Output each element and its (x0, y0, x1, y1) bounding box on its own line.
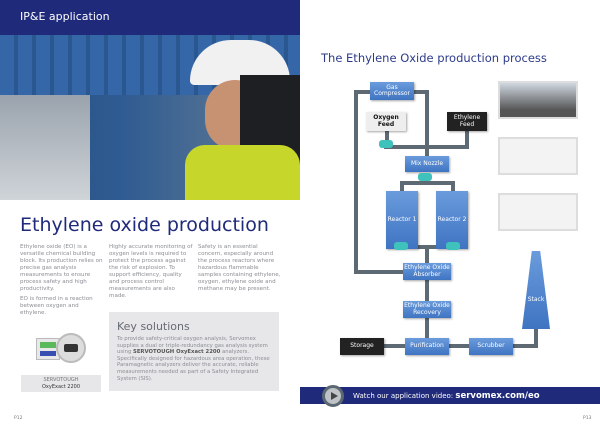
ethylene-feed-box: Ethylene Feed (447, 112, 487, 131)
intro-column-3: Safety is an essential concern, especial… (198, 244, 282, 296)
key-solutions-title: Key solutions (117, 320, 190, 333)
paragraph: Ethylene oxide (EO) is a versatile chemi… (20, 244, 103, 292)
valve-icon (418, 173, 432, 181)
diagram-title: The Ethylene Oxide production process (321, 51, 547, 65)
mix-nozzle-box: Mix Nozzle (405, 156, 449, 172)
video-thumbnail[interactable] (498, 193, 578, 231)
paragraph: EO is formed in a reaction between oxyge… (20, 296, 93, 316)
recovery-box: Ethylene Oxide Recovery (403, 301, 451, 318)
reactor-1: Reactor 1 (386, 191, 418, 249)
valve-icon (394, 242, 408, 250)
pipe (354, 90, 372, 94)
section-header: IP&E application (0, 0, 300, 35)
text: analyzers. Specifically designed for haz… (117, 349, 270, 382)
key-solutions-box: Key solutions To provide safety-critical… (109, 312, 279, 391)
play-icon (330, 392, 338, 400)
valve-icon (379, 140, 393, 148)
pipe (400, 181, 455, 185)
pipe (354, 90, 358, 274)
absorber-box: Ethylene Oxide Absorber (403, 263, 451, 280)
hero-photo (0, 35, 300, 200)
video-banner[interactable]: Watch our application video: servomex.co… (300, 387, 600, 404)
pipe (451, 181, 455, 193)
intro-column-2: Highly accurate monitoring of oxygen lev… (109, 244, 193, 303)
product-brand: SERVOTOUGH (43, 377, 79, 383)
pipe (354, 270, 404, 274)
page-title: Ethylene oxide production (20, 214, 269, 236)
video-thumbnail[interactable] (498, 137, 578, 175)
video-label: Watch our application video: (353, 392, 456, 400)
paragraph: Safety is an essential concern, especial… (198, 244, 281, 292)
pipe (382, 344, 522, 348)
pipe (411, 90, 429, 94)
oxygen-feed-box: Oxygen Feed (366, 112, 406, 131)
video-thumbnail[interactable] (498, 81, 578, 119)
valve-icon (446, 242, 460, 250)
product-name: SERVOTOUGH OxyExact 2200 (133, 349, 221, 356)
page-number: P12 (14, 416, 23, 421)
purification-box: Purification (405, 338, 449, 355)
scrubber-box: Scrubber (469, 338, 513, 355)
key-solutions-text: To provide safety-critical oxygen analys… (117, 336, 271, 382)
paragraph: Highly accurate monitoring of oxygen lev… (109, 244, 193, 299)
reactor-2: Reactor 2 (436, 191, 468, 249)
pipe (425, 90, 429, 158)
intro-column-1: Ethylene oxide (EO) is a versatile chemi… (20, 244, 104, 320)
pipe (400, 181, 404, 193)
gas-compressor-box: Gas Compressor (370, 82, 414, 100)
pipe (384, 145, 469, 149)
pipe (425, 245, 429, 340)
stack: Stack (522, 251, 550, 329)
pipe (512, 344, 538, 348)
page-number: P13 (583, 416, 592, 421)
product-model: OxyExact 2200 (41, 383, 81, 390)
pipe (465, 128, 469, 148)
play-button[interactable] (322, 385, 344, 407)
storage-box: Storage (340, 338, 384, 355)
video-link[interactable]: servomex.com/eo (455, 391, 540, 401)
pipe (534, 326, 538, 348)
pipe (385, 128, 389, 148)
product-image (36, 330, 88, 366)
text: To provide safety-critical oxygen analys… (117, 336, 268, 356)
